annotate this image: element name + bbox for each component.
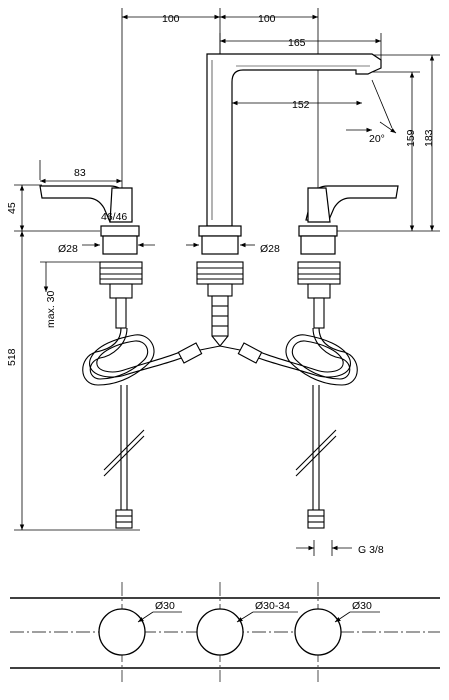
left-handle [39,185,140,255]
dim-spread-left: 100 [162,13,180,25]
hole-left-label: Ø30 [155,600,175,612]
dim-connection-thread: G 3/8 [358,544,384,556]
dim-spout-height-total: 183 [423,129,435,147]
dim-body-diameter-right: Ø28 [260,243,280,255]
dim-spout-height-outlet: 159 [405,129,417,147]
under-deck-assemblies [99,261,341,337]
hole-center [196,608,244,656]
dim-spread-right: 100 [258,13,276,25]
hole-center-label: Ø30-34 [255,600,290,612]
dim-handle-rotation: 46/46 [101,211,127,223]
dim-spout-reach: 165 [288,37,306,49]
hole-left [98,608,146,656]
dim-total-below-deck: 518 [6,348,18,366]
spout [198,53,382,255]
dim-deck-max: max. 30 [45,290,57,328]
dimension-lines [19,14,435,556]
dim-handle-height: 45 [6,202,18,214]
hole-labels: Ø30 Ø30-34 Ø30 [155,600,372,612]
extension-lines [14,8,440,531]
hole-layout [10,582,440,682]
dim-body-diameter-left: Ø28 [58,243,78,255]
hole-right [294,608,342,656]
dim-handle-reach: 83 [74,167,86,179]
dim-spout-inner: 152 [292,99,310,111]
dimension-labels: 100 100 165 152 83 46/46 20° 159 183 45 … [6,13,435,556]
hole-right-label: Ø30 [352,600,372,612]
hoses [82,327,358,529]
dim-spout-angle: 20° [369,133,385,145]
right-handle [298,185,399,255]
